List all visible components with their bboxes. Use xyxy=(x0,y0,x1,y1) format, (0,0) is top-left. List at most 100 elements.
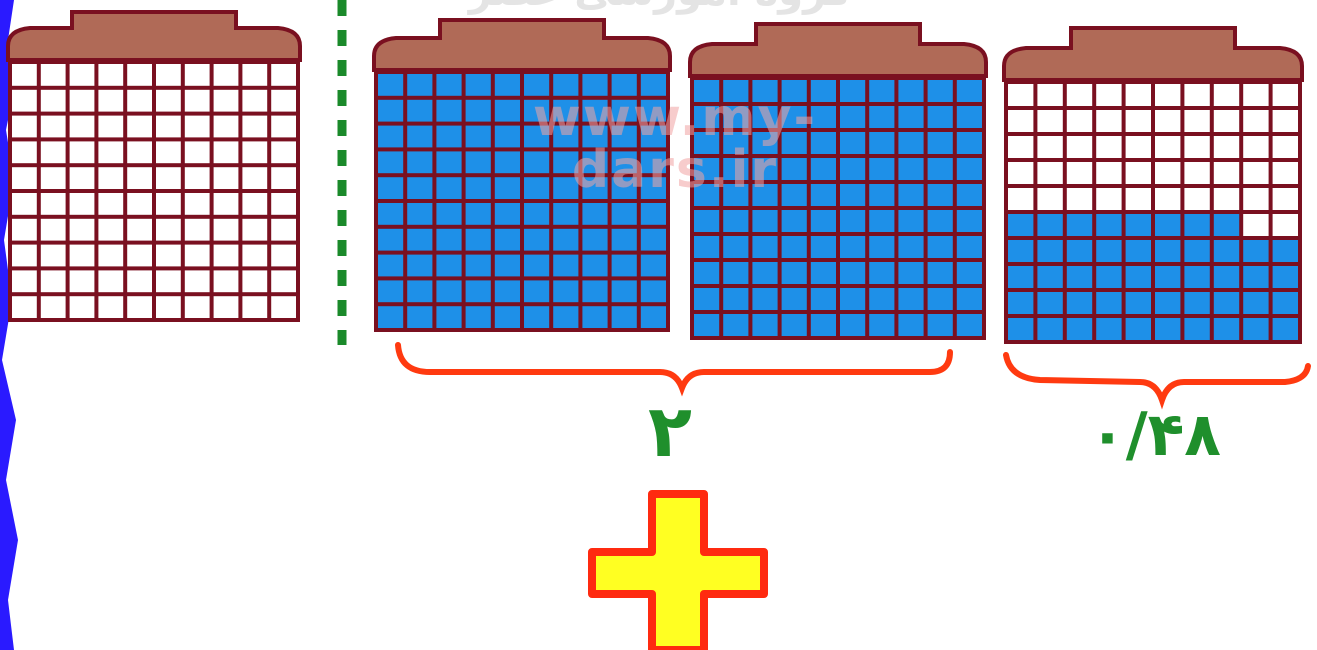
grid-cell xyxy=(582,177,608,199)
grid-cell xyxy=(611,203,637,225)
grid-cell xyxy=(1066,136,1093,158)
grid-cell xyxy=(1272,266,1298,288)
grid-cell xyxy=(553,254,579,277)
grid-cell xyxy=(127,167,152,189)
grid-cell xyxy=(582,228,608,251)
grid-cell xyxy=(184,296,210,318)
grid-cell xyxy=(553,151,579,174)
grid-cell xyxy=(694,314,720,336)
grid-cell xyxy=(40,167,66,189)
grid-cell xyxy=(1096,84,1122,106)
grid-cell xyxy=(582,99,608,122)
grid-cell xyxy=(69,218,95,241)
grid-cell xyxy=(1184,266,1210,288)
grid-cell xyxy=(1096,136,1122,158)
grid-cell xyxy=(213,296,239,318)
grid-cell xyxy=(553,306,579,328)
label-ones: ۲ xyxy=(648,389,692,473)
grid-cell xyxy=(840,106,866,128)
grid-cell xyxy=(184,141,210,164)
grid-cell xyxy=(465,228,491,251)
grid-cell xyxy=(723,288,749,310)
grid-cell xyxy=(494,125,520,148)
grid-cell xyxy=(1155,84,1181,106)
grid-cell xyxy=(494,228,520,251)
grid-cell xyxy=(156,218,181,241)
grid-cell xyxy=(213,218,239,241)
grid-cell xyxy=(752,314,778,336)
grid-cell xyxy=(1272,292,1298,314)
grid-cell xyxy=(956,314,982,336)
grid-cell xyxy=(956,262,982,284)
grid-cell xyxy=(213,270,239,293)
grid-cell xyxy=(407,151,433,174)
grid-cell xyxy=(156,115,181,138)
grid-cell xyxy=(1037,84,1063,106)
grid-cell xyxy=(927,132,953,154)
grid-roof xyxy=(688,22,988,78)
grid-cell xyxy=(927,158,953,180)
grid-cell xyxy=(1096,110,1122,132)
grid-cell xyxy=(1272,136,1298,158)
grid-cell xyxy=(956,106,982,128)
grid-cell xyxy=(40,244,66,267)
grid-cell xyxy=(898,314,924,336)
grid-cell xyxy=(927,210,953,232)
grid-cell xyxy=(956,184,982,206)
grid-cell xyxy=(723,210,749,232)
grid-cell xyxy=(1184,110,1210,132)
grid-cell xyxy=(98,296,124,318)
grid-cell xyxy=(1243,266,1269,288)
grid-cell xyxy=(582,254,608,277)
grid-cell xyxy=(524,74,550,96)
grid-cell xyxy=(1037,162,1063,184)
grid-cell xyxy=(956,80,982,102)
grid-cell xyxy=(407,203,433,225)
grid-cell xyxy=(781,80,807,102)
grid-cell xyxy=(98,270,124,293)
grid-cell xyxy=(127,244,152,267)
grid-cell xyxy=(611,306,637,328)
grid-cell xyxy=(1008,292,1034,314)
grid-cell xyxy=(407,125,433,148)
grid-cell xyxy=(752,158,778,180)
grid-cell xyxy=(640,99,666,122)
grid-cell xyxy=(810,210,836,232)
grid-cell xyxy=(582,203,608,225)
grid-cell xyxy=(271,244,296,267)
grid-cell xyxy=(723,184,749,206)
grid-cell xyxy=(752,236,778,258)
grid-cell xyxy=(752,210,778,232)
label-decimal: ۰/۴۸ xyxy=(1089,400,1221,470)
grid-cell xyxy=(752,288,778,310)
grid-cell xyxy=(611,254,637,277)
grid-cell xyxy=(1096,162,1122,184)
grid-cell xyxy=(1272,110,1298,132)
grid-cell xyxy=(213,64,239,86)
grid-cell xyxy=(127,141,152,164)
grid-cell xyxy=(40,193,66,215)
grid-cell xyxy=(494,203,520,225)
grid-cell xyxy=(1243,110,1269,132)
grid-cell xyxy=(465,99,491,122)
grid-cell xyxy=(781,262,807,284)
grid-cell xyxy=(1155,136,1181,158)
grid-cell xyxy=(213,193,239,215)
grid-cell xyxy=(1066,188,1093,210)
grid-cell xyxy=(752,80,778,102)
grid-cell xyxy=(1096,318,1122,340)
grid-cell xyxy=(242,270,268,293)
grid-cell xyxy=(184,193,210,215)
grid-cell xyxy=(553,125,579,148)
grid-cell xyxy=(1037,240,1063,262)
grid-cell xyxy=(694,184,720,206)
grid-cell xyxy=(1125,266,1151,288)
grid-cell xyxy=(810,262,836,284)
grid-cell xyxy=(465,203,491,225)
grid-cell xyxy=(723,314,749,336)
grid-cell xyxy=(781,158,807,180)
grid-cell xyxy=(242,64,268,86)
grid-cell xyxy=(524,306,550,328)
grid-cell xyxy=(640,74,666,96)
grid-cell xyxy=(436,177,462,199)
